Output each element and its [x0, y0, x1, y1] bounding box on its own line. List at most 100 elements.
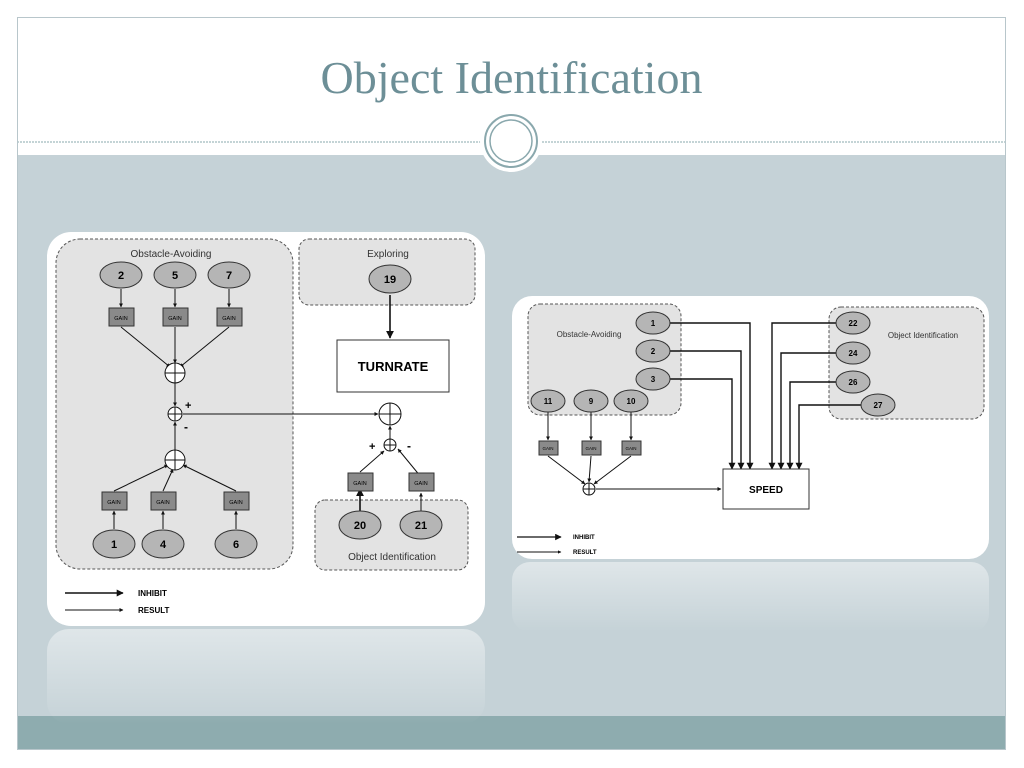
- legend-result-label: RESULT: [138, 606, 170, 615]
- group-label-object-identification-left: Object Identification: [348, 552, 436, 563]
- legend-result-label-right: RESULT: [573, 550, 597, 556]
- svg-text:11: 11: [544, 397, 553, 406]
- node-27-right: 27: [860, 393, 896, 417]
- svg-text:GAIN: GAIN: [168, 316, 181, 322]
- group-label-object-identification-right: Object Identification: [888, 331, 958, 340]
- legend-right: INHIBIT RESULT: [517, 533, 597, 556]
- svg-text:21: 21: [415, 520, 427, 532]
- svg-text:1: 1: [651, 319, 656, 328]
- node-21: 21: [399, 510, 443, 540]
- gain-box-top-2: GAIN: [162, 307, 189, 327]
- svg-text:5: 5: [172, 270, 178, 282]
- gain-box-bottom-3: GAIN: [223, 491, 250, 511]
- group-label-obstacle-avoiding-right: Obstacle-Avoiding: [557, 330, 622, 339]
- gain-box-right-2: GAIN: [581, 440, 602, 456]
- sign-plus-bottom: +: [369, 441, 375, 453]
- node-26-right: 26: [835, 370, 871, 394]
- group-object-identification-right: [828, 306, 985, 420]
- svg-text:GAIN: GAIN: [414, 481, 427, 487]
- diagram-left-gains: GAIN GAIN GAIN GAIN GAIN GAIN GAIN GAIN: [101, 307, 435, 511]
- svg-text:GAIN: GAIN: [542, 446, 553, 451]
- turnrate-box: [336, 339, 450, 393]
- svg-text:3: 3: [651, 375, 656, 384]
- diagram-right-reflection: [512, 562, 989, 632]
- svg-text:2: 2: [651, 347, 656, 356]
- svg-text:GAIN: GAIN: [156, 500, 169, 506]
- node-10-right: 10: [613, 389, 649, 413]
- sum-node-speed: [582, 482, 596, 496]
- legend-inhibit-label: INHIBIT: [138, 589, 167, 598]
- node-1-left: 1: [92, 529, 136, 559]
- slide: Object Identification: [17, 17, 1006, 750]
- slide-title: Object Identification: [320, 52, 703, 103]
- node-6-left: 6: [214, 529, 258, 559]
- svg-text:27: 27: [874, 401, 883, 410]
- node-19: 19: [368, 264, 412, 294]
- node-2-left: 2: [99, 261, 143, 289]
- diagram-right-connections: [546, 322, 861, 491]
- diagram-right: Obstacle-Avoiding Object Identification: [512, 296, 989, 632]
- node-20: 20: [338, 510, 382, 540]
- node-3-right: 3: [635, 367, 671, 391]
- sum-node-top: [164, 362, 186, 384]
- sum-node-bottom: [164, 449, 186, 471]
- svg-text:GAIN: GAIN: [353, 481, 366, 487]
- svg-text:GAIN: GAIN: [229, 500, 242, 506]
- svg-text:7: 7: [226, 270, 232, 282]
- svg-text:24: 24: [849, 349, 858, 358]
- diagram-left-summations: [164, 362, 402, 471]
- gain-box-bottom-1: GAIN: [101, 491, 128, 511]
- gain-box-top-1: GAIN: [108, 307, 135, 327]
- speed-box: [722, 468, 810, 510]
- diagram-left-nodes: 2 5 7 1 4 6 19 20 21: [92, 261, 443, 559]
- gain-box-object-2: GAIN: [408, 472, 435, 492]
- svg-text:1: 1: [111, 539, 117, 551]
- svg-text:22: 22: [849, 319, 858, 328]
- gain-box-object-1: GAIN: [347, 472, 374, 492]
- svg-text:GAIN: GAIN: [222, 316, 235, 322]
- node-5-left: 5: [153, 261, 197, 289]
- group-label-obstacle-avoiding-left: Obstacle-Avoiding: [131, 249, 212, 260]
- sign-minus-top: -: [184, 420, 188, 434]
- svg-text:4: 4: [160, 539, 167, 551]
- node-7-left: 7: [207, 261, 251, 289]
- svg-text:19: 19: [384, 274, 396, 286]
- legend-left: INHIBIT RESULT: [65, 589, 170, 615]
- node-22-right: 22: [835, 311, 871, 335]
- svg-text:9: 9: [589, 397, 594, 406]
- slide-graphics: Obstacle-Avoiding Exploring Object Ident…: [17, 110, 1006, 724]
- diagram-left-connections: [112, 289, 423, 529]
- svg-text:10: 10: [627, 397, 636, 406]
- sign-minus-bottom: -: [407, 439, 411, 453]
- svg-text:GAIN: GAIN: [107, 500, 120, 506]
- diagram-right-gains: GAIN GAIN GAIN: [538, 440, 642, 456]
- sum-node-middle: [167, 406, 183, 422]
- svg-text:GAIN: GAIN: [585, 446, 596, 451]
- header-divider: [17, 110, 1006, 172]
- speed-label: SPEED: [749, 485, 783, 496]
- node-2-right: 2: [635, 339, 671, 363]
- diagram-left: Obstacle-Avoiding Exploring Object Ident…: [47, 232, 485, 724]
- svg-text:GAIN: GAIN: [114, 316, 127, 322]
- svg-text:20: 20: [354, 520, 366, 532]
- svg-text:GAIN: GAIN: [625, 446, 636, 451]
- sum-node-object: [383, 438, 397, 452]
- turnrate-label: TURNRATE: [358, 359, 429, 374]
- gain-box-right-3: GAIN: [621, 440, 642, 456]
- svg-text:6: 6: [233, 539, 239, 551]
- svg-text:2: 2: [118, 270, 124, 282]
- diagram-right-nodes: 1 2 3 11 9 10 22 24 26 27: [530, 311, 896, 417]
- node-1-right: 1: [635, 311, 671, 335]
- svg-text:26: 26: [849, 378, 858, 387]
- node-4-left: 4: [141, 529, 185, 559]
- sign-plus-top: +: [185, 400, 191, 412]
- legend-inhibit-label-right: INHIBIT: [573, 535, 595, 541]
- node-24-right: 24: [835, 341, 871, 365]
- node-9-right: 9: [573, 389, 609, 413]
- gain-box-top-3: GAIN: [216, 307, 243, 327]
- gain-box-bottom-2: GAIN: [150, 491, 177, 511]
- diagram-left-reflection: [47, 629, 485, 724]
- node-11-right: 11: [530, 389, 566, 413]
- gain-box-right-1: GAIN: [538, 440, 559, 456]
- sum-node-turnrate: [378, 402, 402, 426]
